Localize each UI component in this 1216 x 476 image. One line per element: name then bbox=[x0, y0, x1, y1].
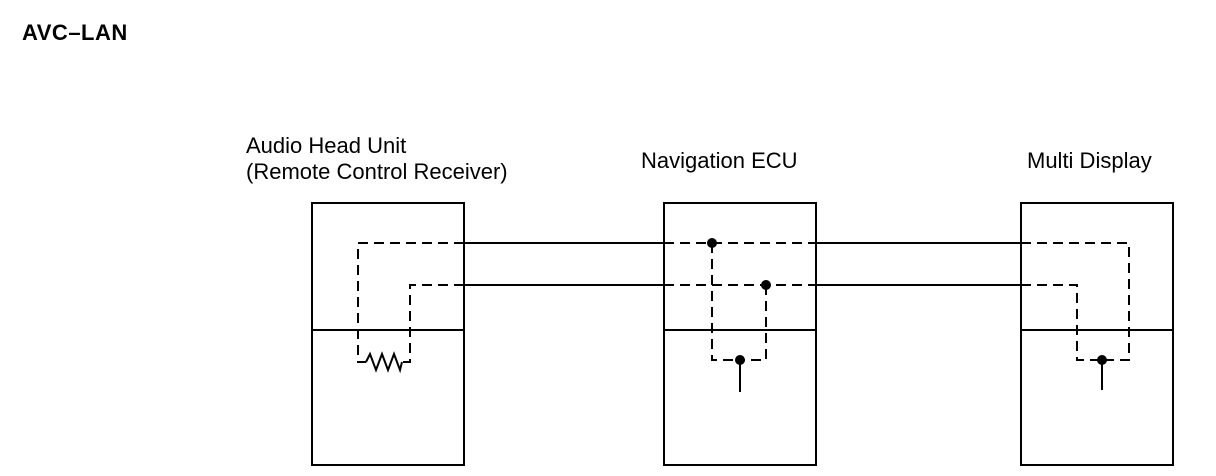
audio-head-unit-label: Audio Head Unit (Remote Control Receiver… bbox=[246, 133, 508, 185]
audio-wire-upper bbox=[357, 242, 464, 363]
nav-drop-right bbox=[740, 285, 767, 361]
nav-drop-left bbox=[711, 243, 740, 361]
navigation-ecu-box bbox=[663, 202, 817, 466]
internal-wiring-dashed bbox=[357, 242, 1130, 363]
audio-head-unit-subtitle: (Remote Control Receiver) bbox=[246, 159, 508, 184]
audio-head-unit-name: Audio Head Unit bbox=[246, 133, 407, 158]
nav-junction-upper bbox=[707, 238, 717, 248]
multi-wire-upper bbox=[1021, 242, 1130, 361]
multi-display-label: Multi Display bbox=[1027, 148, 1152, 173]
nav-junction-lower bbox=[761, 280, 771, 290]
multi-wire-lower bbox=[1021, 284, 1102, 361]
multi-display-box bbox=[1020, 202, 1174, 466]
stub-lines bbox=[739, 360, 1103, 392]
navigation-ecu-label: Navigation ECU bbox=[641, 148, 798, 173]
termination-resistor-icon bbox=[365, 351, 403, 374]
junction-dots bbox=[707, 238, 1107, 365]
diagram-title: AVC–LAN bbox=[22, 20, 128, 45]
audio-wire-lower bbox=[402, 284, 464, 363]
audio-head-unit-box bbox=[311, 202, 465, 466]
